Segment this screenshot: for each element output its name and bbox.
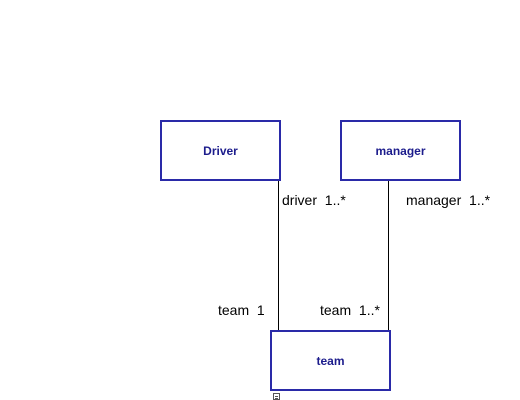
association-driver-team-line[interactable] [278,181,279,330]
role-label-driver-multiplicity: driver 1..* [282,192,346,208]
small-document-icon[interactable] [273,393,280,400]
class-driver[interactable]: Driver [160,120,281,181]
role-label-manager-multiplicity: manager 1..* [406,192,491,208]
class-manager[interactable]: manager [340,120,461,181]
class-manager-name: manager [375,143,426,158]
association-manager-team-line[interactable] [388,181,389,330]
class-team[interactable]: team [270,330,391,391]
class-team-name: team [316,353,345,368]
class-driver-name: Driver [203,143,238,158]
role-label-team-manager-end: team 1..* [320,302,380,318]
role-label-team-driver-end: team 1 [218,302,265,318]
